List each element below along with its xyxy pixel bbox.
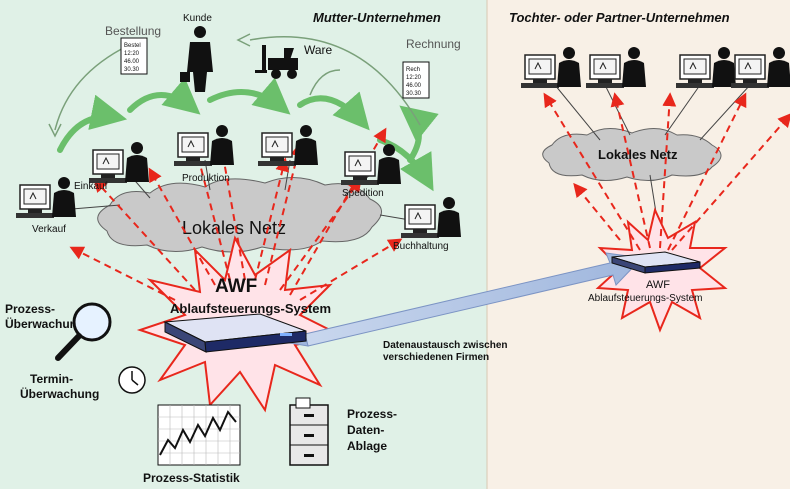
svg-text:12:20: 12:20: [124, 51, 140, 57]
deadline-monitoring-label-1: Termin-: [30, 372, 73, 386]
awf-subtitle-left: Ablaufsteuerungs-System: [170, 301, 331, 316]
forklift-icon: [255, 45, 298, 79]
svg-text:30.30: 30.30: [406, 91, 422, 97]
customer-figure: [180, 26, 213, 92]
process-monitoring-label-1: Prozess-: [5, 302, 55, 316]
svg-text:46.00: 46.00: [406, 83, 422, 89]
data-exchange-label-2: verschiedenen Firmen: [383, 352, 489, 363]
data-storage-label-3: Ablage: [347, 439, 387, 453]
workstation-label-buchhaltung: Buchhaltung: [393, 241, 449, 252]
subsidiary-company-title: Tochter- oder Partner-Unternehmen: [509, 10, 730, 25]
invoice-document-icon: Rech 12:20 46.00 30.30: [402, 61, 430, 99]
workstation-label-produktion: Produktion: [182, 173, 230, 184]
awf-server-left: [163, 313, 307, 353]
data-exchange-arrow: [304, 252, 644, 347]
workstation-label-spedition: Spedition: [342, 188, 384, 199]
svg-text:30.30: 30.30: [124, 67, 140, 73]
statistics-chart-icon: [157, 404, 241, 466]
order-document-icon: Bestel 12:20 46.00 30.30: [120, 37, 148, 75]
process-statistics-label: Prozess-Statistik: [143, 471, 240, 485]
goods-label: Ware: [304, 43, 333, 57]
svg-text:Rech: Rech: [406, 67, 420, 73]
data-exchange-label-1: Datenaustausch zwischen: [383, 340, 507, 351]
svg-text:12:20: 12:20: [406, 75, 422, 81]
svg-text:46.00: 46.00: [124, 59, 140, 65]
mother-company-title: Mutter-Unternehmen: [313, 10, 441, 25]
data-storage-label-2: Daten-: [347, 423, 384, 437]
awf-title-left: AWF: [215, 276, 257, 297]
awf-server-right: [611, 251, 701, 274]
customer-label: Kunde: [183, 13, 212, 24]
awf-subtitle-right: Ablaufsteuerungs-System: [588, 293, 703, 304]
awf-title-right: AWF: [646, 279, 670, 291]
filing-cabinet-icon: [289, 397, 329, 466]
local-network-label: Lokales Netz: [182, 218, 286, 238]
awf-control-arrows-right: [543, 92, 790, 251]
local-network-label-right: Lokales Netz: [598, 147, 678, 162]
workstation-label-verkauf: Verkauf: [32, 224, 66, 235]
svg-text:Bestel: Bestel: [124, 43, 141, 49]
workstation-label-einkauf: Einkauf: [74, 181, 108, 192]
data-storage-label-1: Prozess-: [347, 407, 397, 421]
local-network-cloud-right: [542, 128, 722, 181]
clock-icon: [118, 366, 146, 394]
process-monitoring-label-2: Überwachung: [5, 316, 84, 331]
deadline-monitoring-label-2: Überwachung: [20, 386, 99, 401]
invoice-label: Rechnung: [406, 37, 461, 51]
magnifier-icon: [55, 302, 112, 361]
order-label: Bestellung: [105, 24, 161, 38]
